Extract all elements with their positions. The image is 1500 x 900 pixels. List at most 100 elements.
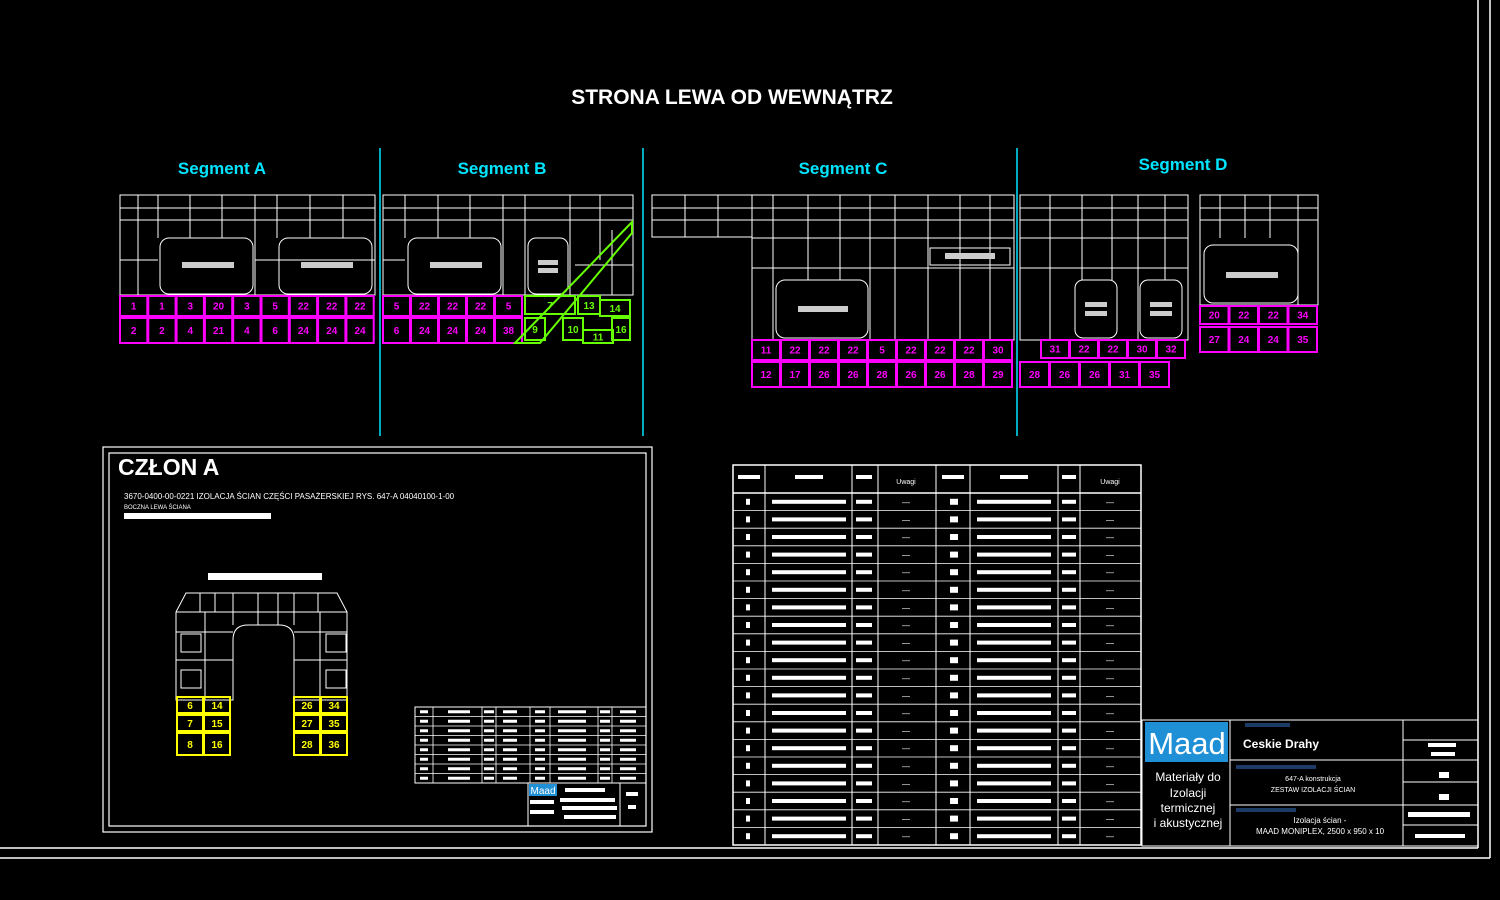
mini-table-mark	[535, 757, 545, 761]
parts-table-dash: —	[1106, 586, 1114, 595]
project-bar	[1236, 765, 1316, 769]
detail-sheet-underline	[124, 513, 271, 519]
parts-table-cell-mark	[772, 799, 846, 803]
parts-table-cell-mark	[746, 498, 750, 505]
parts-table-cell-mark	[1062, 693, 1076, 698]
segment-b-window-1	[407, 237, 502, 295]
parts-table-cell-mark	[1062, 535, 1076, 539]
segment-a-label: Segment A	[178, 159, 266, 178]
parts-table-dash: —	[1106, 815, 1114, 824]
mini-table-mark	[535, 767, 545, 771]
client-name: Ceskie Drahy	[1243, 737, 1319, 751]
parts-table-cell-mark	[856, 675, 872, 680]
parts-table-cell-mark	[772, 816, 846, 821]
detail-yellow-cell-label: 26	[301, 701, 313, 712]
mini-table-mark	[484, 710, 494, 714]
parts-table-cell-mark	[772, 728, 846, 733]
parts-table-cell-mark	[772, 693, 846, 698]
segment-d-row1-cell-label: 31	[1049, 345, 1061, 356]
segment-a-row2-cell-label: 6	[272, 326, 278, 337]
parts-table-cell-mark	[772, 552, 846, 557]
parts-table-cell-mark	[746, 762, 750, 769]
mini-table-mark	[448, 776, 470, 780]
segment-d-row2-cell-label: 28	[1029, 370, 1041, 381]
segment-c-row2-cell-label: 26	[818, 370, 830, 381]
detail-yellow-cell	[320, 732, 348, 756]
parts-table-dash: —	[1106, 533, 1114, 542]
parts-table-dash: —	[902, 568, 910, 577]
parts-table-cell-mark	[950, 762, 958, 769]
segment-b-row2-cell-label: 24	[447, 326, 459, 337]
segment-d-right-row1-cell-label: 20	[1209, 311, 1221, 322]
mini-table-mark	[448, 729, 470, 733]
segment-a-panel	[119, 194, 376, 296]
mini-table-mark	[420, 767, 428, 771]
parts-table-cell-mark	[856, 799, 872, 803]
parts-table-cell-mark	[1062, 623, 1076, 627]
mini-table-mark	[484, 719, 494, 723]
parts-table-cell-mark	[772, 834, 846, 839]
parts-table-cell-mark	[772, 746, 846, 751]
segment-c-row2-cell	[983, 361, 1013, 388]
segment-d-right-row2-cell-label: 24	[1268, 335, 1280, 346]
mini-table-mark	[620, 738, 636, 742]
segment-c-row2-cell-label: 26	[905, 370, 917, 381]
mini-table-mark	[503, 748, 517, 752]
parts-table-cell-mark	[977, 552, 1051, 557]
segment-b-label: Segment B	[458, 159, 547, 178]
parts-table-dash: —	[902, 551, 910, 560]
parts-table-cell-mark	[977, 728, 1051, 733]
company-line-2: Izolacji	[1170, 786, 1207, 800]
segment-c-row1-cell-label: 22	[963, 346, 975, 357]
parts-table-cell-mark	[950, 710, 958, 716]
parts-table-cell-mark	[977, 587, 1051, 592]
segment-a-row2-cell-label: 21	[213, 326, 225, 337]
parts-table-dash: —	[1106, 568, 1114, 577]
segment-d-row1-cell-label: 22	[1078, 345, 1090, 356]
parts-table-cell-mark	[1062, 799, 1076, 803]
parts-table-dash: —	[902, 498, 910, 507]
parts-table-cell-mark	[977, 834, 1051, 839]
parts-table-frame	[732, 464, 1142, 846]
segment-b-diagonal-strip	[512, 219, 633, 344]
segment-c-row2-cell-label: 26	[847, 370, 859, 381]
segment-b-window-2	[527, 237, 569, 295]
parts-table-cell-mark	[950, 815, 958, 822]
parts-table-dash: —	[1106, 744, 1114, 753]
segment-b-row2-cell-label: 38	[503, 326, 515, 337]
parts-table-cell-mark	[950, 569, 958, 576]
mini-table-mark	[484, 757, 494, 761]
parts-table-cell-mark	[977, 693, 1051, 698]
parts-table-cell-mark	[772, 781, 846, 786]
parts-table-cell-mark	[746, 534, 750, 540]
mini-table-mark	[420, 710, 428, 714]
parts-table-cell-mark	[950, 498, 958, 505]
parts-table-header-mark	[738, 475, 760, 479]
segment-c-row1-cell-label: 30	[992, 346, 1004, 357]
parts-table-dash: —	[1106, 691, 1114, 700]
mini-table-mark	[600, 757, 610, 761]
segment-c-row1-cell-label: 22	[847, 346, 859, 357]
table-header-uwagi-left: Uwagi	[896, 479, 916, 486]
parts-table-dash: —	[1106, 656, 1114, 665]
parts-table-dash: —	[1106, 762, 1114, 771]
parts-table-cell-mark	[772, 535, 846, 539]
segment-b-window-bars	[430, 260, 558, 273]
parts-table-cell-mark	[1062, 746, 1076, 751]
parts-table-cell-mark	[746, 622, 750, 628]
mini-table-mark	[448, 738, 470, 742]
segment-c-row2-cell-label: 28	[876, 370, 888, 381]
mini-table-mark	[420, 719, 428, 723]
parts-table-dash: —	[1106, 727, 1114, 736]
segment-c-vent	[929, 247, 1011, 266]
parts-table-header-mark	[1000, 475, 1028, 479]
company-line-1: Materiały do	[1155, 770, 1221, 784]
segment-c-label: Segment C	[799, 159, 888, 178]
segment-b-green-cell-label: 7	[547, 301, 553, 312]
segment-b-row1-cell-label: 5	[394, 302, 400, 313]
segment-a-row1-cell-label: 3	[187, 302, 193, 313]
detail-yellow-cell-label: 16	[211, 740, 223, 751]
parts-table-dash: —	[902, 656, 910, 665]
